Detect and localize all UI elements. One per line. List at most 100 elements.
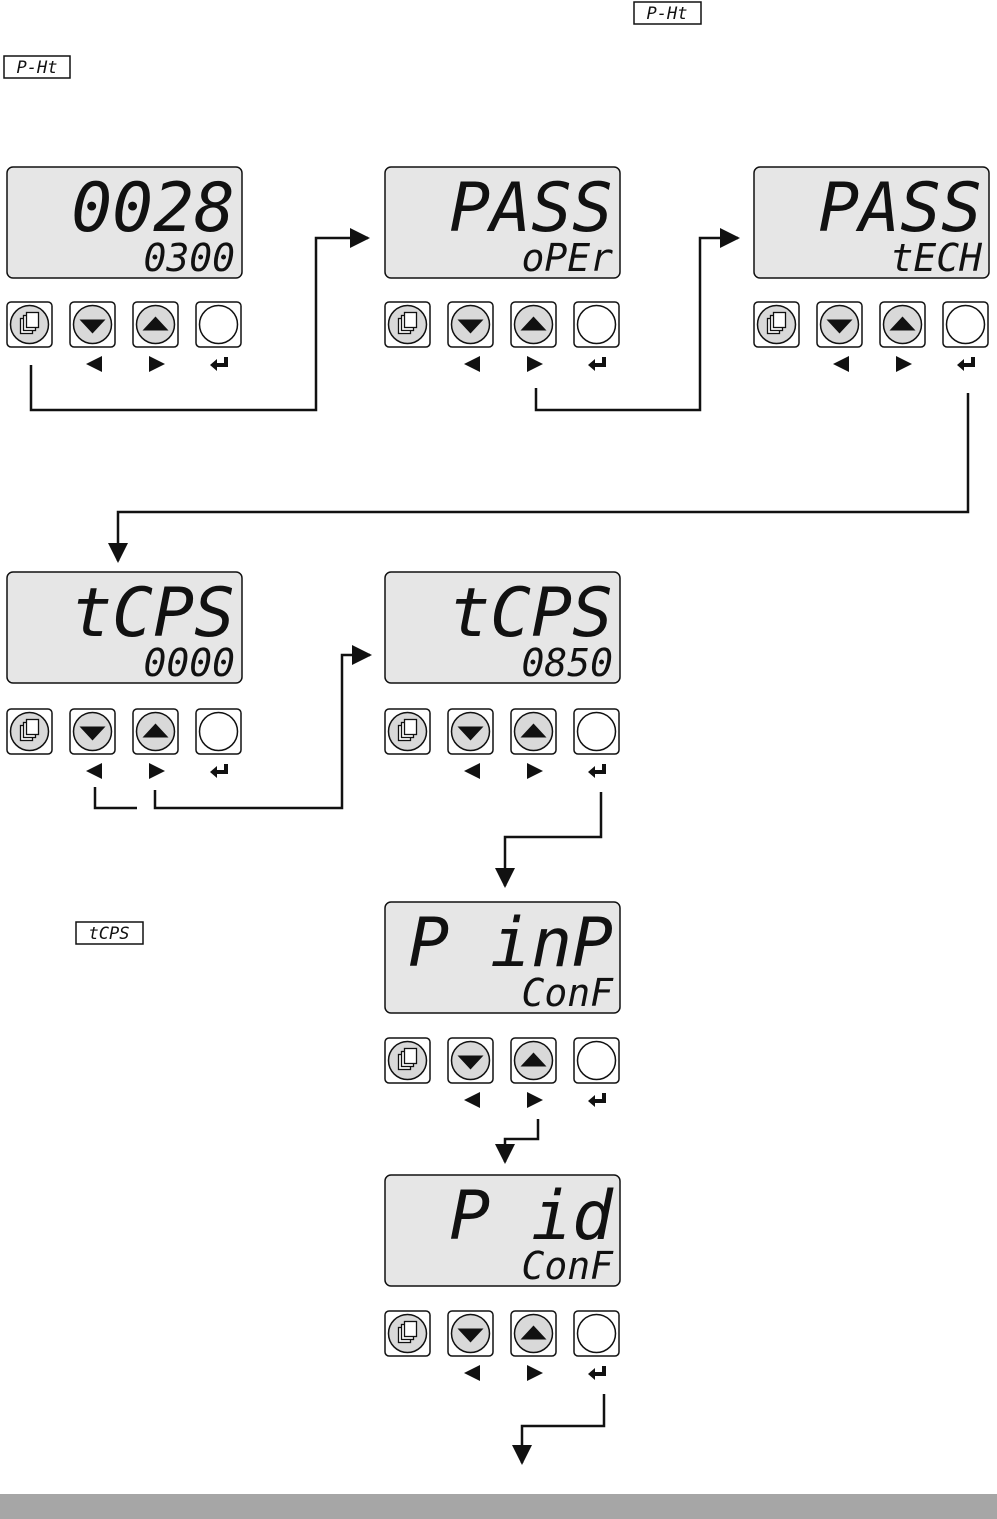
menu-icon [19,311,40,335]
menu-icon [397,311,418,335]
up-arrow-button-icon [520,723,547,738]
up-arrow-button-icon [520,316,547,331]
lcd-screen [6,166,243,279]
down-button[interactable] [816,301,863,348]
down-button[interactable] [447,708,494,755]
enter-button[interactable] [573,1037,620,1084]
right-arrow-icon [527,1092,543,1108]
return-icon [588,357,606,371]
return-icon [957,357,975,371]
up-button[interactable] [132,301,179,348]
lcd-top-value: PASS [449,169,613,248]
right-arrow-icon [149,356,165,372]
lcd-bottom-value: tECH [890,236,983,280]
menu-icon [19,718,40,742]
return-icon [588,764,606,778]
down-button[interactable] [447,301,494,348]
up-button[interactable] [132,708,179,755]
menu-icon [397,1320,418,1344]
connector-enter-to-pinp [495,792,603,888]
down-arrow-button-icon [457,1055,484,1070]
enter-button[interactable] [573,708,620,755]
enter-button[interactable] [573,301,620,348]
enter-button[interactable] [573,1310,620,1357]
tag-tcps-note-text: tCPS [89,924,130,944]
tag-top-right-text: P-Ht [647,4,688,24]
right-arrow-icon [896,356,912,372]
right-arrow-icon [527,1365,543,1381]
left-arrow-icon [833,356,849,372]
menu-button[interactable] [384,1310,431,1357]
up-button[interactable] [510,1310,557,1357]
menu-button[interactable] [384,301,431,348]
lcd-top-value: P inP [408,904,613,983]
flow-connectors [29,228,970,1465]
menu-button[interactable] [6,301,53,348]
up-button[interactable] [510,301,557,348]
left-arrow-icon [464,1092,480,1108]
return-icon [210,764,228,778]
menu-icon [397,1047,418,1071]
lcd-top-value: tCPS [449,574,613,653]
down-arrow-button-icon [457,319,484,334]
lcd-bottom-value: 0850 [521,641,613,685]
up-arrow-button-icon [520,1052,547,1067]
menu-button[interactable] [384,1037,431,1084]
connector-enter-to-tcps [108,393,970,563]
tag-top-right: P-Ht [633,1,702,25]
left-arrow-icon [86,356,102,372]
tag-top-left-text: P-Ht [17,58,58,78]
tag-tcps-note: tCPS [75,921,144,945]
menu-button[interactable] [6,708,53,755]
right-arrow-icon [527,356,543,372]
connector-right-to-tech [534,228,740,412]
left-arrow-icon [86,763,102,779]
down-arrow-button-icon [457,1328,484,1343]
connector-menu-to-pass [29,228,370,412]
tag-top-left: P-Ht [3,55,71,79]
up-arrow-button-icon [142,316,169,331]
down-button[interactable] [69,708,116,755]
return-icon [588,1366,606,1380]
menu-icon [397,718,418,742]
menu-button[interactable] [384,708,431,755]
right-arrow-icon [527,763,543,779]
lcd-bottom-value: ConF [521,1244,614,1288]
lcd-screen [384,166,621,279]
down-arrow-button-icon [457,726,484,741]
return-icon [588,1093,606,1107]
down-button[interactable] [447,1310,494,1357]
up-button[interactable] [510,708,557,755]
right-arrow-icon [149,763,165,779]
connector-left-right-bracket [93,787,137,810]
down-arrow-button-icon [79,319,106,334]
lcd-bottom-value: ConF [521,971,614,1015]
up-arrow-button-icon [889,316,916,331]
enter-button[interactable] [942,301,989,348]
lcd-bottom-value: oPEr [521,236,613,280]
left-arrow-icon [464,1365,480,1381]
menu-button[interactable] [753,301,800,348]
connector-enter-next [512,1394,606,1465]
menu-icon [766,311,787,335]
lcd-top-value: 0028 [71,169,235,248]
lcd-screen [384,1174,621,1287]
up-button[interactable] [510,1037,557,1084]
down-button[interactable] [69,301,116,348]
lcd-top-value: PASS [818,169,982,248]
down-button[interactable] [447,1037,494,1084]
up-button[interactable] [879,301,926,348]
enter-button[interactable] [195,301,242,348]
controller-panels: 00280300PASSoPErPASStECHtCPS0000tCPS0850… [6,166,990,1381]
down-arrow-button-icon [79,726,106,741]
enter-button[interactable] [195,708,242,755]
lcd-top-value: tCPS [71,574,235,653]
left-arrow-icon [464,763,480,779]
lcd-top-value: P id [449,1177,614,1256]
